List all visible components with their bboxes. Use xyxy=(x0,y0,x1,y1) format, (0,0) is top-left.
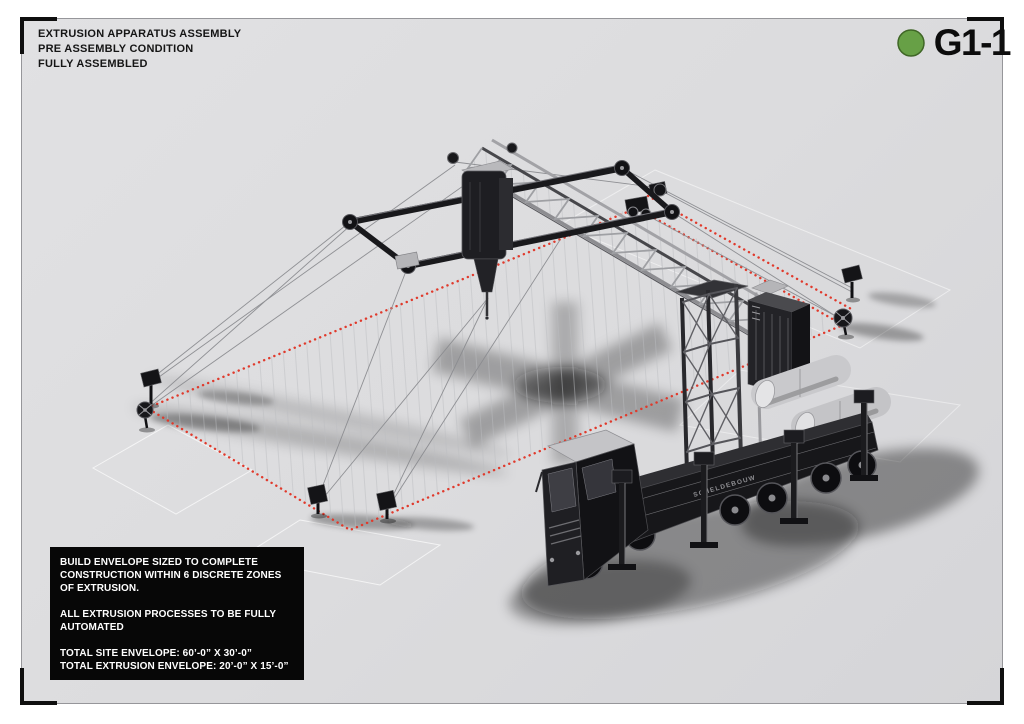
drawing-title-line-3: FULLY ASSEMBLED xyxy=(38,58,148,70)
note-extrusion-envelope: TOTAL EXTRUSION ENVELOPE: 20’-0” X 15’-0… xyxy=(60,661,289,672)
anchor-pulley-east-icon xyxy=(833,308,854,340)
title-block: EXTRUSION APPARATUS ASSEMBLY PRE ASSEMBL… xyxy=(38,27,241,72)
anchor-winch-south-1 xyxy=(307,483,329,519)
note-site-envelope: TOTAL SITE ENVELOPE: 60’-0” X 30’-0” xyxy=(60,648,252,659)
corner-bracket-bottom-left xyxy=(20,668,57,705)
anchor-winch-south-2 xyxy=(376,489,398,524)
note-paragraph-automation: ALL EXTRUSION PROCESSES TO BE FULLY AUTO… xyxy=(60,609,276,633)
drawing-title-line-1: EXTRUSION APPARATUS ASSEMBLY xyxy=(38,28,242,40)
frame-corner-pulley-icon xyxy=(342,160,680,274)
anchor-pulley-west-icon xyxy=(136,401,155,433)
anchor-winch-east-post xyxy=(841,264,863,303)
extruder-head xyxy=(461,160,514,320)
drawing-title-line-2: PRE ASSEMBLY CONDITION xyxy=(38,43,194,55)
corner-bracket-bottom-right xyxy=(967,668,1004,705)
outrigger-legs xyxy=(608,389,878,570)
note-paragraph-build-envelope: BUILD ENVELOPE SIZED TO COMPLETE CONSTRU… xyxy=(60,557,282,594)
notes-box: BUILD ENVELOPE SIZED TO COMPLETE CONSTRU… xyxy=(50,547,304,680)
extrusion-envelope-outline xyxy=(144,194,855,532)
drawing-code: G1-1 xyxy=(933,22,1012,63)
corner-bracket-top-left xyxy=(20,17,57,54)
anchor-winches xyxy=(136,264,863,524)
drawing-code-badge: G1-1 xyxy=(896,22,1012,64)
corner-bracket-top-right xyxy=(967,17,1004,54)
status-dot-icon xyxy=(896,29,925,57)
